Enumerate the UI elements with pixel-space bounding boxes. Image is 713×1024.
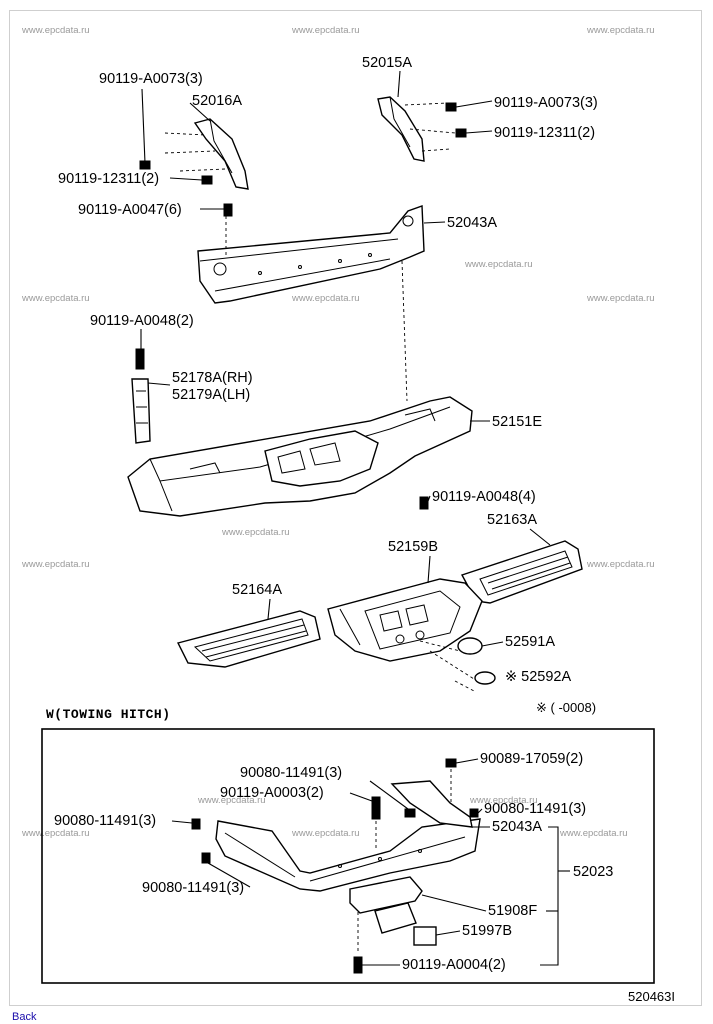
part-label: 90119-A0073(3): [99, 71, 203, 87]
parts-diagram: www.epcdata.ru www.epcdata.ru www.epcdat…: [21, 25, 675, 1004]
watermark: www.epcdata.ru: [21, 828, 90, 839]
part-label: 52178A(RH): [172, 370, 253, 386]
hitch-box: [41, 728, 655, 984]
bracket-52015a: [377, 96, 456, 162]
watermark: www.epcdata.ru: [586, 293, 655, 304]
watermark: www.epcdata.ru: [21, 559, 90, 570]
hitch-crossmember: [215, 780, 481, 892]
step-pad-52164a: [176, 610, 321, 668]
center-step-52159b: [327, 578, 483, 662]
part-labels-upper: 90119-A0073(3) 52016A 52015A 90119-A0073…: [58, 55, 598, 685]
bolts-upper: [139, 88, 467, 217]
watermark: www.epcdata.ru: [291, 828, 360, 839]
part-label: 90080-11491(3): [240, 765, 342, 781]
part-label: 90080-11491(3): [484, 801, 586, 817]
hitch-receiver: [349, 876, 437, 946]
part-label: 52043A: [492, 819, 542, 835]
part-label: 51908F: [488, 903, 537, 919]
section-header: W(TOWING HITCH): [46, 707, 171, 722]
watermark: www.epcdata.ru: [197, 795, 266, 806]
watermark: www.epcdata.ru: [221, 527, 290, 538]
hitch-bolts: [191, 758, 479, 974]
part-label: 51997B: [462, 923, 512, 939]
part-label: 52151E: [492, 414, 542, 430]
crossmember-52043a: [197, 205, 425, 304]
watermark: www.epcdata.ru: [291, 25, 360, 36]
part-label: 90119-A0048(4): [432, 489, 536, 505]
part-label: 90080-11491(3): [142, 880, 244, 896]
figure-code: 520463I: [628, 989, 675, 1004]
part-label: 90119-A0047(6): [78, 202, 182, 218]
part-labels-hitch: 90089-17059(2) 90080-11491(3) 90119-A000…: [54, 751, 613, 973]
part-label: 52023: [573, 864, 613, 880]
part-label: 52163A: [487, 512, 537, 528]
watermarks: www.epcdata.ru www.epcdata.ru www.epcdat…: [21, 25, 655, 839]
back-link[interactable]: Back: [12, 1011, 37, 1023]
watermark: www.epcdata.ru: [291, 293, 360, 304]
watermark: www.epcdata.ru: [464, 259, 533, 270]
watermark: www.epcdata.ru: [21, 293, 90, 304]
step-pad-52163a: [460, 540, 583, 604]
part-label: 90119-12311(2): [494, 125, 595, 141]
part-label: 90119-12311(2): [58, 171, 159, 187]
watermark: www.epcdata.ru: [586, 25, 655, 36]
leader-lines-hitch: [171, 758, 570, 966]
part-label: 52164A: [232, 582, 282, 598]
bracket-52178a: [131, 348, 151, 444]
bumper-52151e: [127, 396, 473, 517]
part-label: 90119-A0003(2): [220, 785, 324, 801]
watermark: www.epcdata.ru: [469, 795, 538, 806]
note-text: ※ ( -0008): [536, 700, 596, 715]
leader-lines-upper: [140, 70, 551, 647]
diagram-frame: www.epcdata.ru www.epcdata.ru www.epcdat…: [9, 10, 702, 1006]
part-label: 52016A: [192, 93, 242, 109]
watermark: www.epcdata.ru: [21, 25, 90, 36]
watermark: www.epcdata.ru: [559, 828, 628, 839]
part-label: 52159B: [388, 539, 438, 555]
part-label: ※ 52592A: [505, 669, 571, 685]
part-label: 90119-A0048(2): [90, 313, 194, 329]
part-label: 90089-17059(2): [480, 751, 583, 767]
part-label: 52591A: [505, 634, 555, 650]
part-label: 52043A: [447, 215, 497, 231]
part-label: 52015A: [362, 55, 412, 71]
part-label: 90119-A0004(2): [402, 957, 506, 973]
part-label: 90080-11491(3): [54, 813, 156, 829]
part-label: 52179A(LH): [172, 387, 250, 403]
bracket-52016a: [164, 118, 249, 190]
part-label: 90119-A0073(3): [494, 95, 598, 111]
watermark: www.epcdata.ru: [586, 559, 655, 570]
